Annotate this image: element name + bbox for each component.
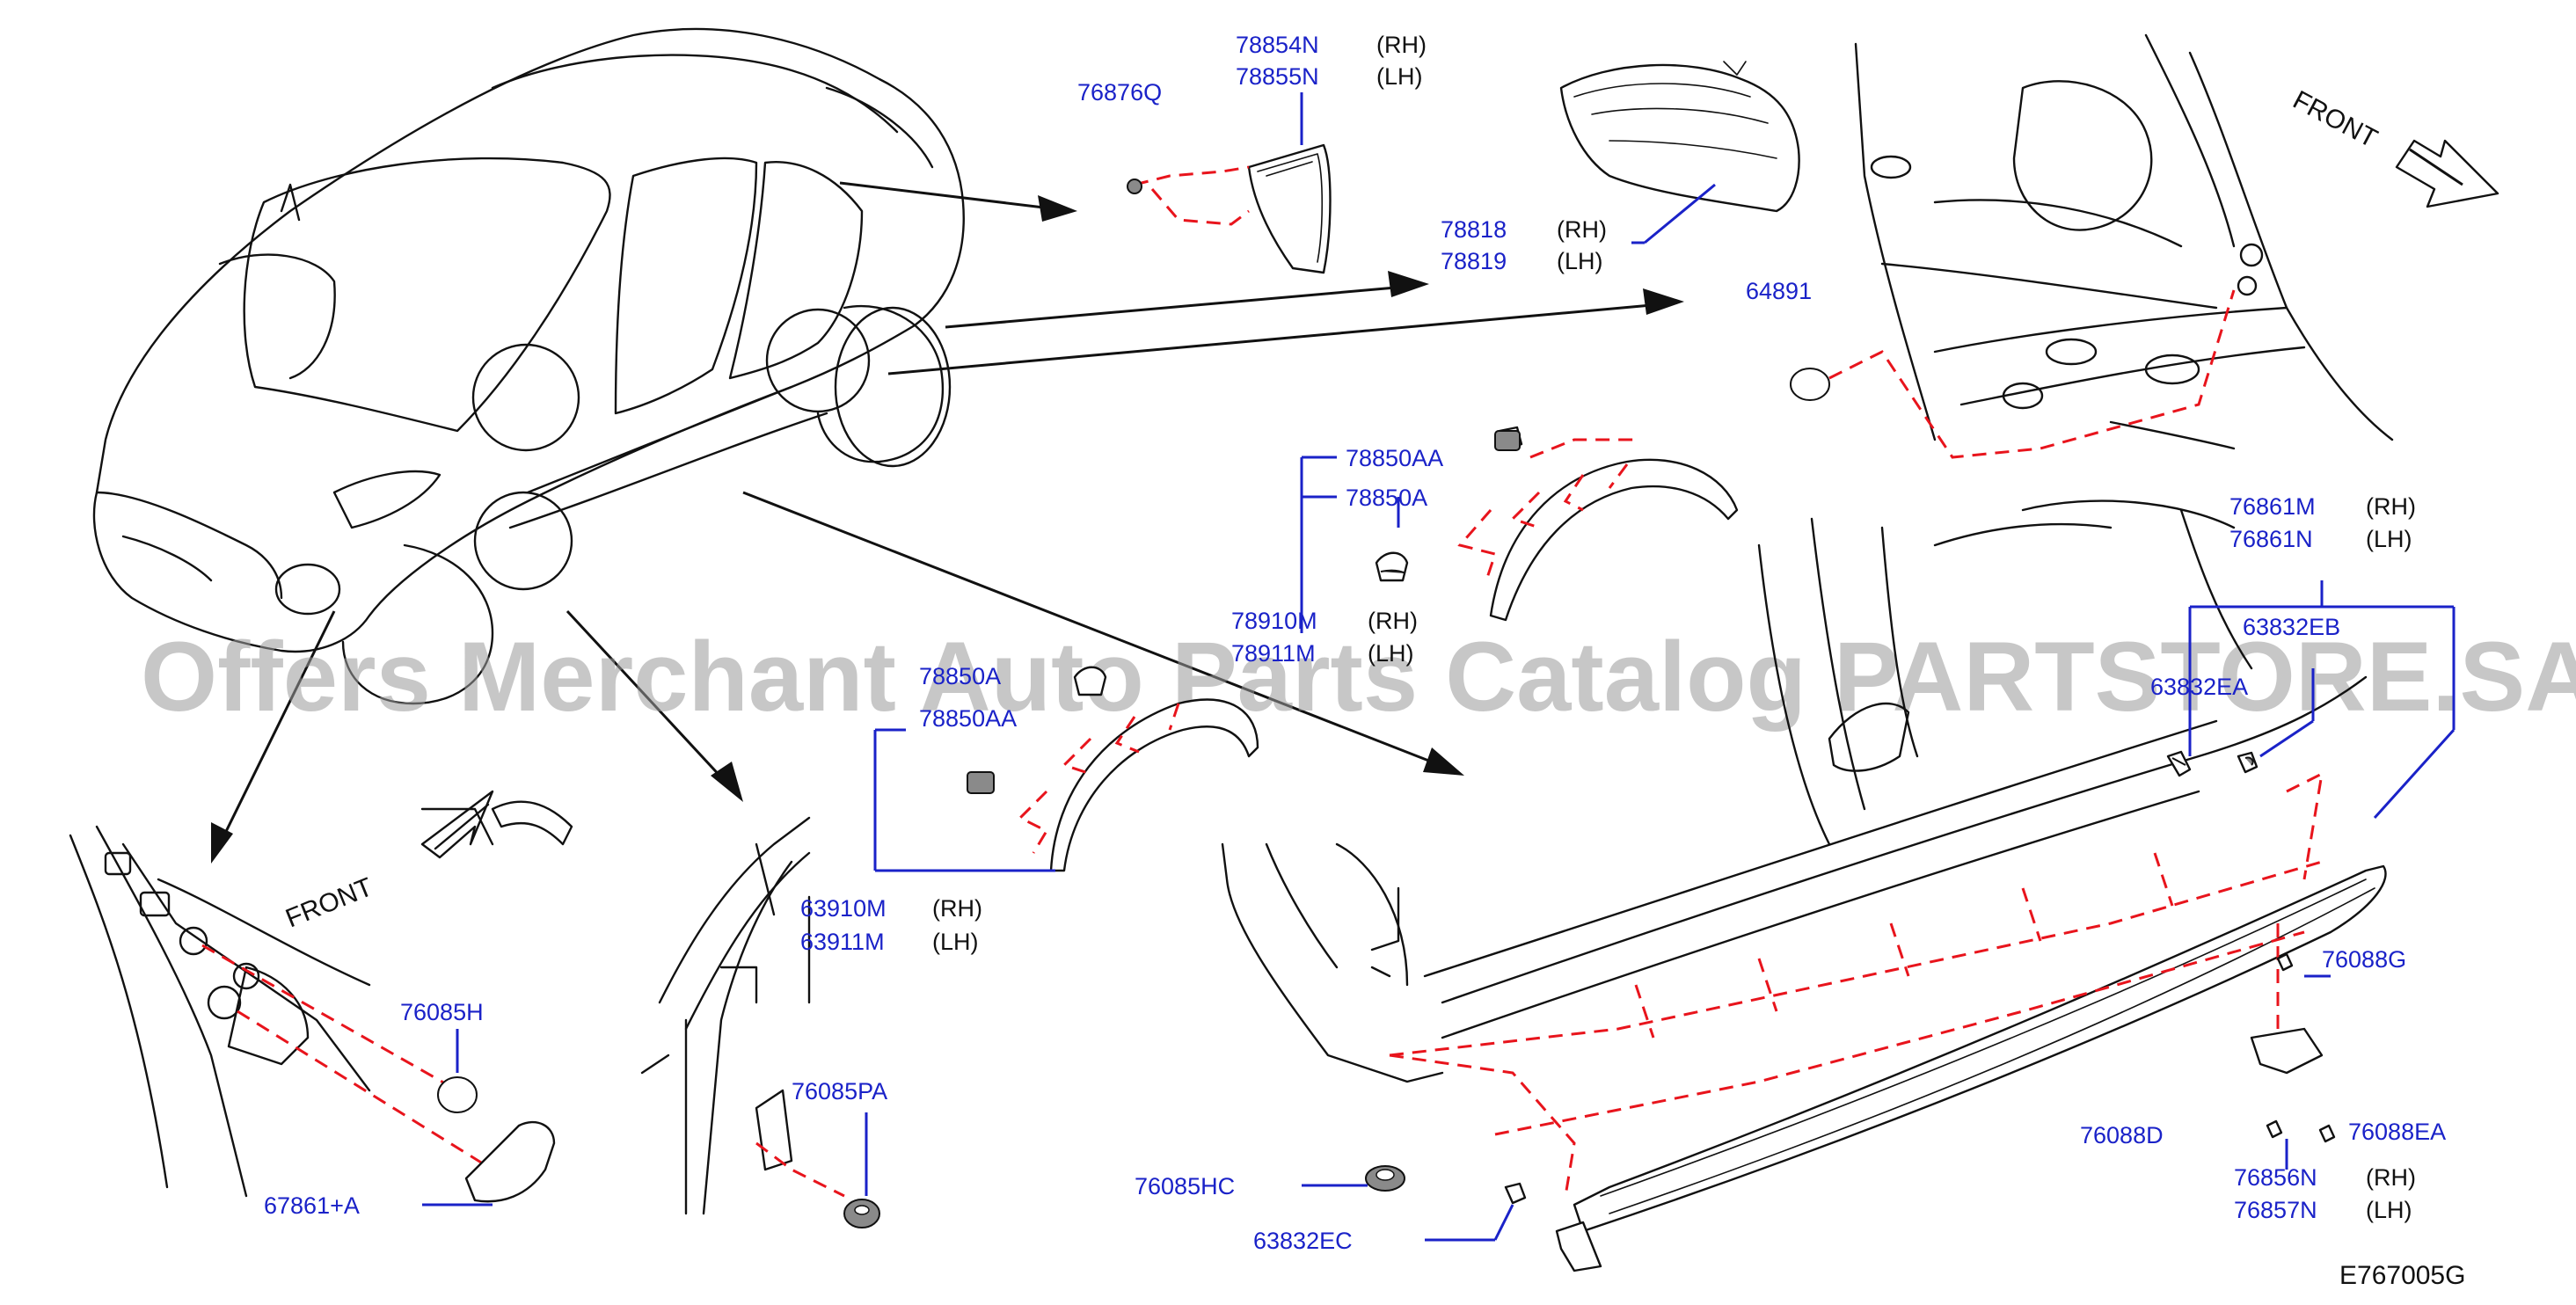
front-label-top: FRONT <box>2288 85 2383 154</box>
part-number-78850A-rear[interactable]: 78850A <box>1346 485 1427 511</box>
part-side-78910M: (RH) <box>1368 608 1418 634</box>
part-side-63910M: (RH) <box>932 895 982 922</box>
part-number-78850AA-rear[interactable]: 78850AA <box>1346 445 1443 471</box>
part-number-63832EB[interactable]: 63832EB <box>2243 614 2340 640</box>
floor-detail-illustration <box>1790 33 2499 459</box>
b-pillar-detail-illustration <box>640 816 880 1228</box>
part-number-63910M[interactable]: 63910M <box>800 895 887 922</box>
part-side-78854N: (RH) <box>1376 32 1427 58</box>
part-number-76876Q[interactable]: 76876Q <box>1077 79 1162 106</box>
part-number-76857N[interactable]: 76857N <box>2234 1197 2317 1223</box>
rear-arch-molding-illustration <box>1300 426 1739 633</box>
part-number-76085PA[interactable]: 76085PA <box>792 1078 887 1105</box>
part-side-63911M: (LH) <box>932 929 979 955</box>
part-number-78818[interactable]: 78818 <box>1441 216 1507 243</box>
part-number-76856N[interactable]: 76856N <box>2234 1164 2317 1191</box>
front-arch-molding-illustration <box>873 666 1259 872</box>
part-number-76088G[interactable]: 76088G <box>2322 946 2406 973</box>
part-number-78850A-front[interactable]: 78850A <box>919 663 1001 689</box>
part-number-78850AA-front[interactable]: 78850AA <box>919 705 1017 732</box>
callout-arrows <box>211 181 1684 864</box>
part-number-76861M[interactable]: 76861M <box>2229 493 2316 520</box>
car-overview-illustration <box>92 27 965 705</box>
part-side-78819: (LH) <box>1557 248 1603 274</box>
a-pillar-detail-illustration <box>69 800 573 1207</box>
part-number-76085H[interactable]: 76085H <box>400 999 484 1025</box>
part-number-76085HC[interactable]: 76085HC <box>1135 1173 1235 1199</box>
part-number-78911M[interactable]: 78911M <box>1231 640 1316 667</box>
part-number-63911M[interactable]: 63911M <box>800 929 885 955</box>
quarter-trim-illustration <box>1127 92 1332 274</box>
front-arrow-icon-2 <box>420 790 494 859</box>
part-number-78854N[interactable]: 78854N <box>1236 32 1319 58</box>
part-side-78855N: (LH) <box>1376 63 1423 90</box>
part-side-76861N: (LH) <box>2366 526 2412 552</box>
part-side-78818: (RH) <box>1557 216 1607 243</box>
part-number-78910M[interactable]: 78910M <box>1231 608 1317 634</box>
part-number-63832EC[interactable]: 63832EC <box>1253 1228 1353 1254</box>
part-side-76856N: (RH) <box>2366 1164 2416 1191</box>
wheel-liner-illustration <box>1559 61 1800 244</box>
part-side-76857N: (LH) <box>2366 1197 2412 1223</box>
part-number-64891[interactable]: 64891 <box>1746 278 1812 304</box>
watermark-text: Offers Merchant Auto Parts Catalog PARTS… <box>141 622 2576 732</box>
part-number-78855N[interactable]: 78855N <box>1236 63 1319 90</box>
part-labels: 78854N (RH) 78855N (LH) 76876Q 78818 (RH… <box>264 32 2465 1290</box>
part-number-76088EA[interactable]: 76088EA <box>2348 1119 2446 1145</box>
part-side-78911M: (LH) <box>1368 640 1414 667</box>
diagram-code: E767005G <box>2339 1261 2465 1290</box>
part-number-76088D[interactable]: 76088D <box>2080 1122 2164 1148</box>
body-side-sill-illustration <box>1221 499 2456 1272</box>
part-number-76861N[interactable]: 76861N <box>2229 526 2313 552</box>
part-number-67861+A[interactable]: 67861+A <box>264 1192 360 1219</box>
part-number-78819[interactable]: 78819 <box>1441 248 1507 274</box>
front-label-bottom: FRONT <box>281 872 376 933</box>
part-side-76861M: (RH) <box>2366 493 2416 520</box>
part-number-63832EA[interactable]: 63832EA <box>2150 674 2248 700</box>
